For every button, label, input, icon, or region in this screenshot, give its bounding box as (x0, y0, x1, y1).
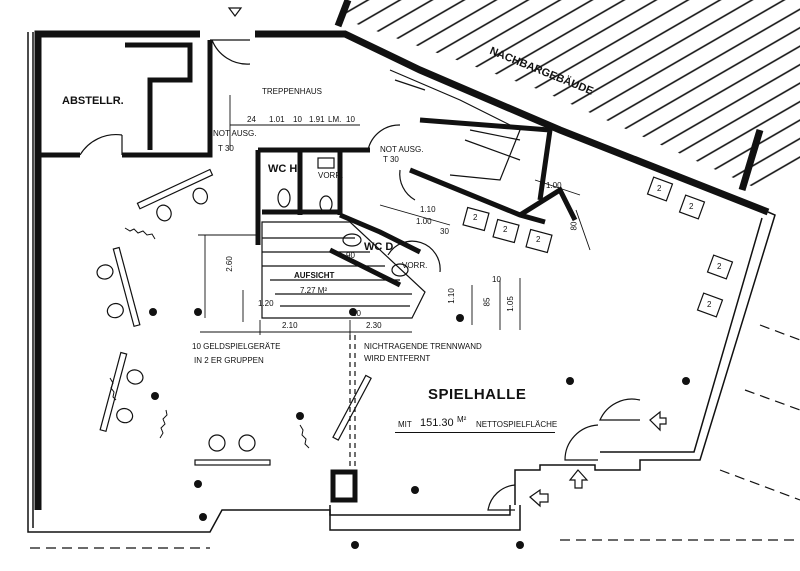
dim-label: 1.10 (446, 288, 456, 304)
plant-symbols (109, 227, 310, 449)
machine-count-label: 2 (536, 235, 541, 244)
dim-label: 1.20 (258, 299, 274, 308)
machines-note-line1: 10 GELDSPIELGERÄTE (192, 342, 281, 351)
dim-label: LM. (328, 115, 342, 124)
dim-label: 10 (293, 115, 302, 124)
stair-upper (389, 69, 521, 181)
dim-label: 10 (346, 115, 355, 124)
dim-label: 80 (569, 221, 579, 231)
gaming-machines (96, 168, 372, 466)
fire-door-label-1: T 30 (218, 144, 234, 153)
area-underline (395, 432, 555, 433)
dimension-lines (198, 95, 591, 340)
machine-count-label: 2 (473, 213, 478, 222)
dim-label: 1.10 (420, 205, 436, 214)
dim-label: 1.91 (309, 115, 325, 124)
dim-label: 2.30 (366, 321, 382, 330)
dim-label: 10 (492, 275, 501, 284)
dim-label: 1.00 (546, 181, 562, 190)
dim-label: 2.60 (224, 256, 234, 272)
outer-walls-thin (27, 32, 776, 533)
columns (149, 308, 690, 549)
dim-label: 1.00 (416, 217, 432, 226)
stairwell-label: TREPPENHAUS (262, 87, 323, 96)
supervision-label: AUFSICHT (294, 271, 335, 280)
machine-boxes (462, 176, 734, 318)
dim-label: 2.10 (282, 321, 298, 330)
machines-note-line2: IN 2 ER GRUPPEN (194, 356, 264, 365)
area-prefix: MIT (398, 420, 412, 429)
dim-label: 24 (247, 115, 256, 124)
partition-wall-dashed (349, 335, 356, 470)
door-swing-top (210, 39, 251, 65)
area-suffix: NETTOSPIELFLÄCHE (476, 420, 558, 429)
square-column (330, 469, 358, 503)
machine-count-label: 2 (657, 184, 662, 193)
area-value: 151.30 (420, 417, 454, 429)
wc-men-label: WC H (268, 163, 298, 175)
sanitary-fixtures (277, 124, 441, 277)
machine-count-label: 2 (689, 202, 694, 211)
neighbor-building-hatch (340, 0, 800, 190)
stairs (261, 221, 426, 319)
emergency-exit-label-2: NOT AUSG. (380, 145, 424, 154)
dim-label: 1.05 (505, 296, 515, 312)
north-marker (227, 7, 243, 17)
machine-count-label: 2 (717, 262, 722, 271)
partition-note-line2: WIRD ENTFERNT (364, 354, 431, 363)
supervision-area: 7.27 M² (300, 286, 328, 295)
entrance-doors (487, 398, 667, 511)
fire-door-label-2: T 30 (383, 155, 399, 164)
dim-label: 85 (482, 297, 492, 307)
outer-walls (34, 0, 770, 510)
machine-count-label: 2 (707, 300, 712, 309)
site-lines (30, 324, 800, 549)
machine-count-label: 2 (503, 225, 508, 234)
storage-walls (40, 40, 213, 158)
dim-label: 30 (440, 227, 449, 236)
storage-room-label: ABSTELLR. (62, 95, 124, 107)
anteroom-label-1: VORR. (318, 171, 344, 180)
arcade-hall-title: SPIELHALLE (428, 386, 527, 403)
dim-label: 1.01 (269, 115, 285, 124)
dim-label: 10 (352, 309, 361, 318)
partition-note-line1: NICHTRAGENDE TRENNWAND (364, 342, 482, 351)
anteroom-label-2: VORR. (402, 261, 428, 270)
dim-label: 90 (346, 251, 355, 260)
emergency-exit-label-1: NOT AUSG. (213, 129, 257, 138)
area-unit: M² (457, 415, 467, 424)
core-walls (255, 117, 578, 288)
wc-women-label: WC D (364, 241, 394, 253)
